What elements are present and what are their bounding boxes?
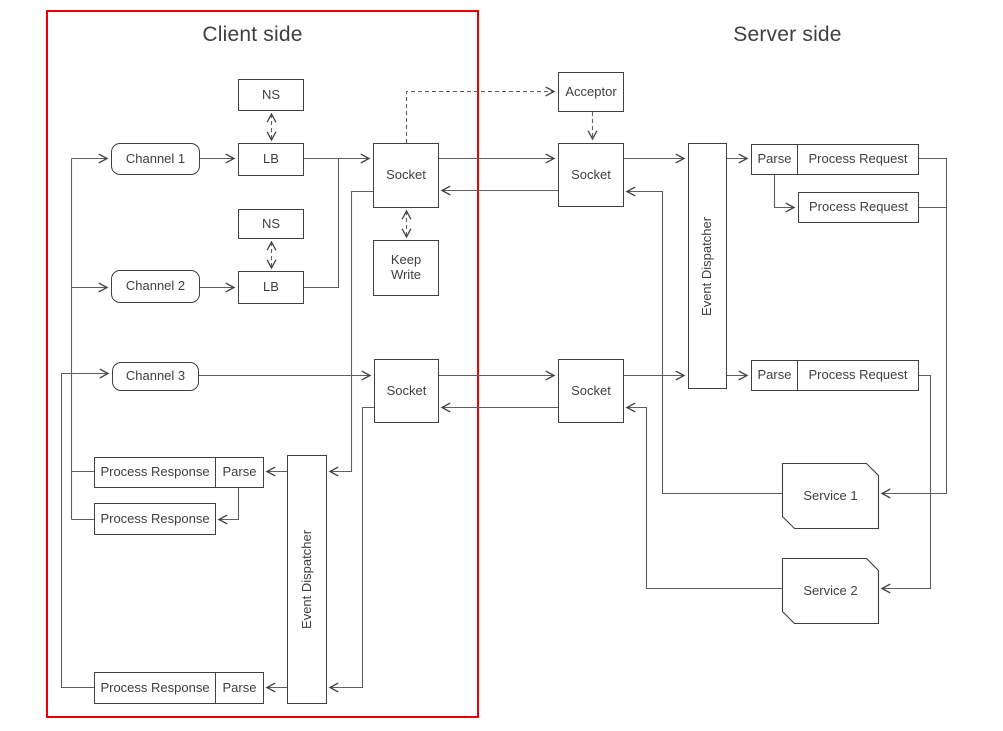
node-acceptor: Acceptor — [558, 72, 624, 112]
node-lb-2: LB — [238, 271, 304, 304]
node-server-parse-1: Parse — [751, 144, 798, 175]
client-side-title: Client side — [202, 23, 303, 46]
node-process-request-2: Process Request — [798, 192, 919, 223]
node-client-parse-1: Parse — [215, 457, 264, 488]
keep-write-label: Keep Write — [390, 252, 422, 282]
node-service-1: Service 1 — [803, 487, 858, 503]
node-server-parse-2: Parse — [751, 360, 798, 391]
node-client-parse-2: Parse — [215, 672, 264, 704]
node-lb-1: LB — [238, 143, 304, 176]
wire-service2-to-ssocket2 — [625, 402, 782, 590]
wire-sparse1-to-preq2 — [773, 175, 796, 213]
node-channel-3: Channel 3 — [112, 362, 199, 391]
node-keep-write: Keep Write — [373, 240, 439, 296]
server-side-title: Server side — [733, 23, 842, 46]
node-server-socket-2: Socket — [558, 359, 624, 423]
node-client-socket-1: Socket — [373, 143, 439, 208]
server-event-dispatcher-label: Event Dispatcher — [699, 216, 715, 316]
node-process-response-3: Process Response — [94, 672, 216, 704]
node-client-socket-2: Socket — [374, 359, 439, 423]
node-server-socket-1: Socket — [558, 143, 624, 207]
node-ns-1: NS — [238, 79, 304, 111]
node-ns-2: NS — [238, 209, 304, 239]
node-server-event-dispatcher: Event Dispatcher — [688, 143, 727, 389]
node-channel-1: Channel 1 — [111, 143, 200, 175]
client-event-dispatcher-label: Event Dispatcher — [298, 530, 314, 629]
wire-preq3-to-service2 — [880, 374, 932, 594]
node-service-2: Service 2 — [803, 582, 858, 598]
node-channel-2: Channel 2 — [111, 270, 200, 303]
node-process-request-3: Process Request — [797, 360, 919, 391]
node-client-event-dispatcher: Event Dispatcher — [287, 455, 327, 704]
client-boundary-frame — [46, 10, 479, 718]
node-process-response-1: Process Response — [94, 457, 216, 488]
node-process-request-1: Process Request — [797, 144, 919, 175]
node-process-response-2: Process Response — [94, 503, 216, 535]
